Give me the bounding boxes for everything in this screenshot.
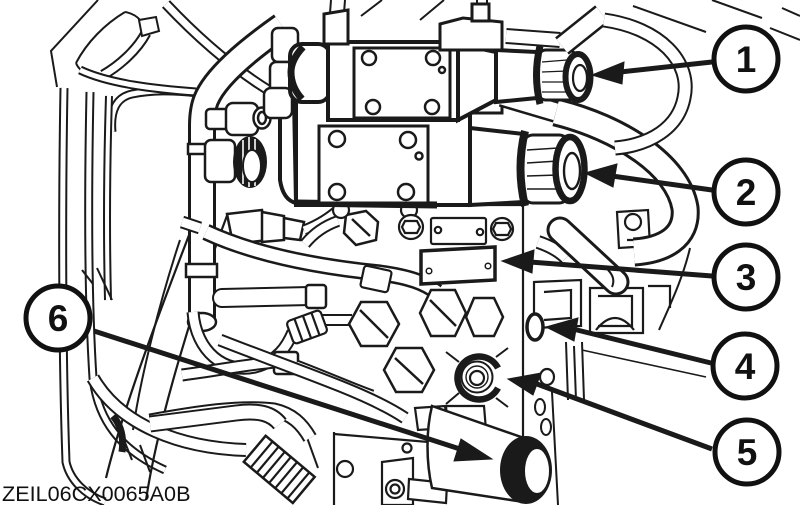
svg-text:4: 4	[735, 346, 756, 387]
svg-text:3: 3	[736, 257, 757, 298]
svg-text:ZEIL06CX0065A0B: ZEIL06CX0065A0B	[2, 481, 190, 505]
svg-text:2: 2	[736, 172, 757, 213]
svg-text:6: 6	[48, 298, 69, 339]
svg-text:1: 1	[736, 39, 757, 80]
svg-text:5: 5	[737, 432, 758, 473]
